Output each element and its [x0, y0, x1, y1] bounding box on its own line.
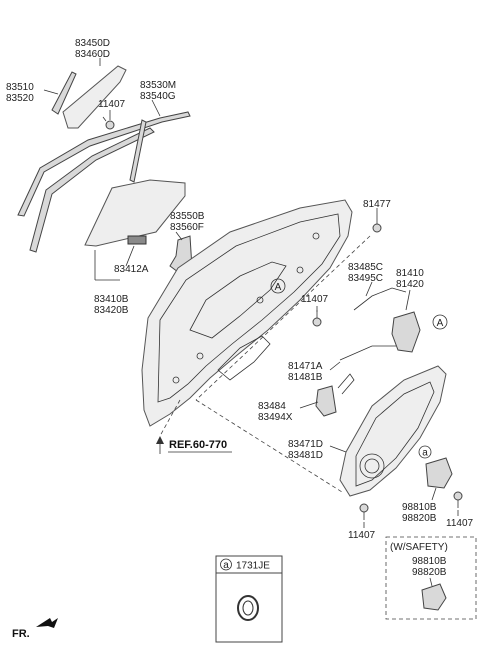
ref-arrow [156, 436, 164, 444]
guide-line [195, 399, 343, 493]
leader-lines [43, 58, 459, 528]
callout-A-text: A [275, 282, 282, 293]
label-83495C: 83495C [348, 273, 383, 284]
door-latch-81410 [391, 311, 421, 353]
quarter-glass-assembly [51, 65, 127, 129]
label-81477: 81477 [363, 199, 391, 210]
bolt-81477 [372, 216, 382, 233]
label-83484: 83484 [258, 401, 286, 412]
label-83410B: 83410B [94, 294, 129, 305]
safety-option-box: (W/SAFETY) 98810B 98820B [385, 536, 477, 620]
label-11407-right: 11407 [446, 518, 474, 529]
label-83510: 83510 [6, 82, 34, 93]
label-11407-mid: 11407 [301, 294, 329, 305]
label-83471D: 83471D [288, 439, 323, 450]
callout-A-text: A [437, 318, 444, 329]
run-channel [17, 111, 191, 253]
front-arrow-icon [36, 618, 58, 628]
legend-callout-a: a [223, 560, 229, 571]
label-83450D: 83450D [75, 38, 110, 49]
label-11407-top: 11407 [98, 99, 126, 110]
legend-box: a 1731JE [215, 555, 283, 643]
bolt-11407-right [453, 491, 463, 508]
front-direction-indicator: FR. [12, 618, 58, 640]
door-glass [84, 179, 186, 247]
label-83460D: 83460D [75, 49, 110, 60]
cable-81471A [339, 345, 396, 361]
handle-83484 [315, 373, 355, 417]
door-module-panel [339, 365, 447, 497]
label-83530M: 83530M [140, 80, 176, 91]
grommet-inner [242, 600, 254, 616]
safety-motor [421, 583, 447, 611]
label-83550B: 83550B [170, 211, 205, 222]
label-83481D: 83481D [288, 450, 323, 461]
label-83540G: 83540G [140, 91, 176, 102]
label-safety: (W/SAFETY) [390, 542, 448, 553]
label-11407-bottom: 11407 [348, 530, 376, 541]
bolt-11407-mid [312, 310, 322, 327]
glass-channel-83412A [127, 235, 147, 245]
label-81471A: 81471A [288, 361, 323, 372]
label-83520: 83520 [6, 93, 34, 104]
label-81420: 81420 [396, 279, 424, 290]
label-83420B: 83420B [94, 305, 129, 316]
label-81410: 81410 [396, 268, 424, 279]
label-ref: REF.60-770 [169, 439, 227, 451]
bolt-11407-top [102, 116, 115, 130]
label-83560F: 83560F [170, 222, 204, 233]
callout-a-motor: a [418, 445, 432, 459]
grommet-outer [237, 595, 259, 621]
label-83412A: 83412A [114, 264, 149, 275]
label-fr: FR. [12, 628, 30, 640]
label-98810B-safety: 98810B [412, 556, 447, 567]
bolt-11407-bottom [359, 503, 369, 520]
callout-a-text: a [422, 448, 428, 459]
window-motor [425, 457, 453, 489]
label-83485C: 83485C [348, 262, 383, 273]
guide-line [195, 235, 371, 401]
label-81481B: 81481B [288, 372, 323, 383]
callout-A-left: A [270, 278, 286, 294]
label-98820B: 98820B [402, 513, 437, 524]
callout-A-right: A [432, 314, 448, 330]
cable-83485C [353, 287, 407, 311]
part-labels: 83450D 83460D 83510 83520 11407 83530M 8… [6, 38, 474, 541]
door-inner-panel [141, 199, 353, 427]
label-1731JE: 1731JE [236, 561, 270, 572]
label-83494X: 83494X [258, 412, 293, 423]
label-98820B-safety: 98820B [412, 567, 447, 578]
label-98810B: 98810B [402, 502, 437, 513]
